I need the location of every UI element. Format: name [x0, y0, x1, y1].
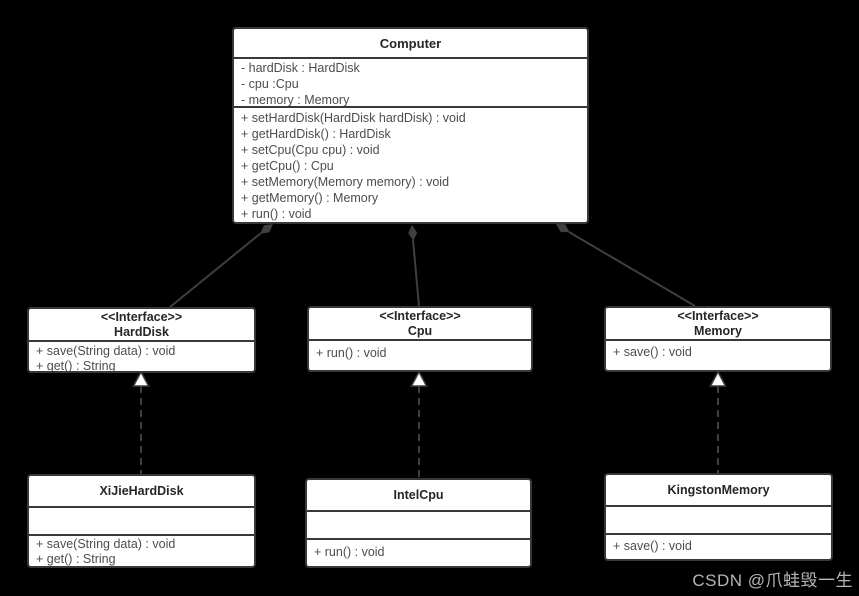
- attribute-line: - memory : Memory: [241, 93, 350, 106]
- realization-connector-xijieharddisk-harddisk: [132, 370, 150, 474]
- method-line: + setMemory(Memory memory) : void: [241, 175, 450, 189]
- stereotype-label: <<Interface>>: [100, 310, 183, 324]
- realization-triangle-memory: [709, 370, 727, 387]
- class-intelcpu-attributes-empty: [307, 510, 530, 538]
- method-line: + setHardDisk(HardDisk hardDisk) : void: [241, 111, 466, 125]
- interface-cpu-methods: + run() : void: [309, 339, 531, 370]
- class-computer: Computer - hardDisk : HardDisk - cpu :Cp…: [232, 27, 589, 224]
- composition-line-memory: [568, 231, 696, 307]
- method-line: + setCpu(Cpu cpu) : void: [241, 143, 380, 157]
- method-line: + get() : String: [36, 359, 116, 371]
- class-computer-attributes: - hardDisk : HardDisk - cpu :Cpu - memor…: [234, 57, 587, 106]
- interface-memory: <<Interface>> Memory + save() : void: [604, 306, 832, 372]
- watermark-text: CSDN @爪蛙毁一生: [692, 571, 853, 590]
- class-intelcpu: IntelCpu + run() : void: [305, 478, 532, 568]
- interface-name: Memory: [694, 324, 742, 338]
- realization-connector-intelcpu-cpu: [410, 370, 428, 478]
- method-line: + save() : void: [613, 539, 692, 553]
- method-line: + run() : void: [314, 545, 385, 559]
- method-line: + get() : String: [36, 552, 116, 566]
- interface-cpu: <<Interface>> Cpu + run() : void: [307, 306, 533, 372]
- composition-diamond-cpu: [408, 225, 418, 241]
- method-line: + save(String data) : void: [36, 344, 176, 358]
- class-intelcpu-methods: + run() : void: [307, 538, 530, 566]
- composition-connector-memory-computer: [556, 224, 696, 307]
- composition-diamond-memory: [556, 224, 570, 233]
- composition-connector-cpu-computer: [408, 225, 420, 307]
- method-line: + save() : void: [613, 345, 692, 359]
- interface-harddisk-methods: + save(String data) : void + get() : Str…: [29, 340, 254, 371]
- class-kingstonmemory-methods: + save() : void: [606, 533, 831, 559]
- stereotype-label: <<Interface>>: [677, 309, 759, 323]
- composition-line-cpu: [412, 239, 420, 307]
- attribute-line: - hardDisk : HardDisk: [241, 61, 360, 75]
- interface-cpu-title: <<Interface>> Cpu: [309, 308, 531, 339]
- class-xijieharddisk-attributes-empty: [29, 506, 254, 534]
- method-line: + run() : void: [241, 207, 312, 221]
- class-xijieharddisk: XiJieHardDisk + save(String data) : void…: [27, 474, 256, 568]
- method-line: + getHardDisk() : HardDisk: [241, 127, 391, 141]
- method-line: + getCpu() : Cpu: [241, 159, 334, 173]
- realization-triangle-cpu: [410, 370, 428, 387]
- interface-memory-title: <<Interface>> Memory: [606, 308, 830, 339]
- class-xijieharddisk-title: XiJieHardDisk: [99, 484, 184, 498]
- interface-name: HardDisk: [114, 325, 169, 339]
- interface-name: Cpu: [407, 324, 433, 338]
- realization-triangle-harddisk: [132, 370, 150, 387]
- composition-line-harddisk: [169, 232, 262, 308]
- class-kingstonmemory-attributes-empty: [606, 505, 831, 533]
- class-kingstonmemory-title: KingstonMemory: [667, 483, 770, 497]
- class-xijieharddisk-methods: + save(String data) : void + get() : Str…: [29, 534, 254, 566]
- interface-harddisk-title: <<Interface>> HardDisk: [29, 309, 254, 340]
- class-kingstonmemory: KingstonMemory + save() : void: [604, 473, 833, 561]
- composition-diamond-harddisk: [260, 224, 273, 234]
- method-line: + run() : void: [316, 346, 387, 360]
- method-line: + save(String data) : void: [36, 537, 176, 551]
- stereotype-label: <<Interface>>: [379, 309, 461, 323]
- attribute-line: - cpu :Cpu: [241, 77, 299, 91]
- method-line: + getMemory() : Memory: [241, 191, 379, 205]
- realization-connector-kingstonmemory-memory: [709, 370, 727, 473]
- interface-harddisk: <<Interface>> HardDisk + save(String dat…: [27, 307, 256, 373]
- interface-memory-methods: + save() : void: [606, 339, 830, 370]
- class-intelcpu-title: IntelCpu: [393, 488, 444, 502]
- class-computer-title: Computer: [379, 35, 442, 51]
- class-computer-methods: + setHardDisk(HardDisk hardDisk) : void …: [234, 106, 587, 222]
- composition-connector-harddisk-computer: [169, 224, 273, 308]
